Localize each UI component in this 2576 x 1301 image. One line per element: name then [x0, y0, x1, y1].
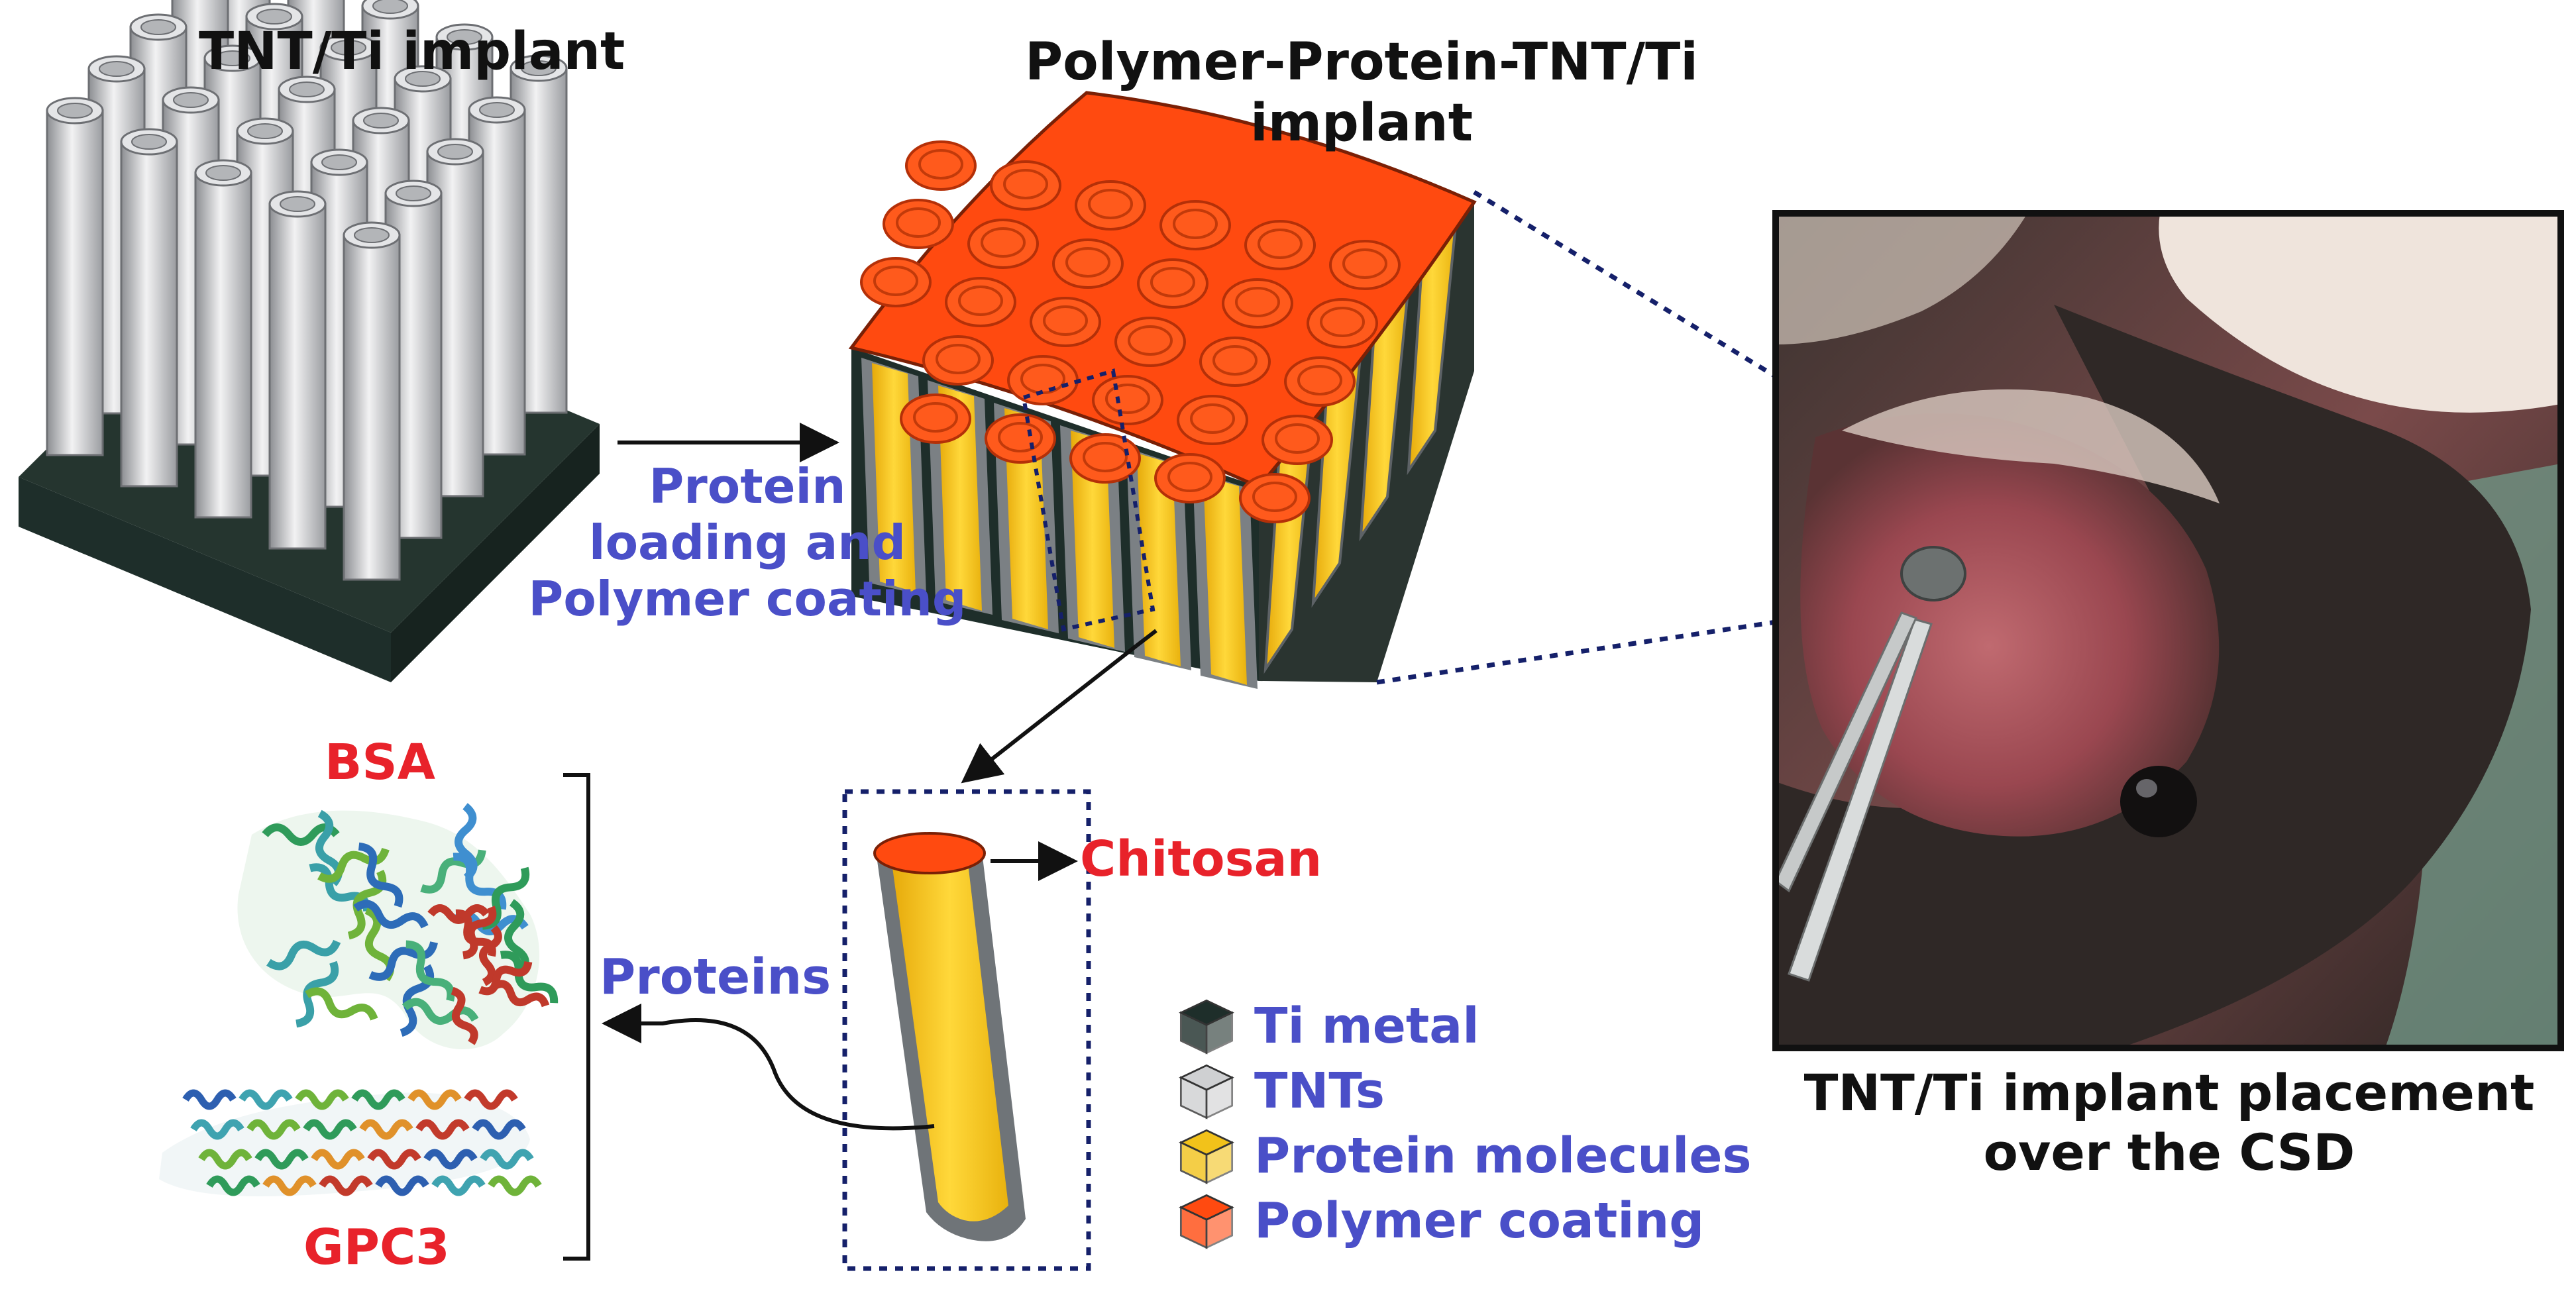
- polymer-implant-title-line1: Polymer-Protein-TNT/Ti: [1024, 32, 1699, 92]
- legend-item-label: Protein molecules: [1254, 1127, 1752, 1184]
- process-label-line1: Protein: [649, 458, 846, 514]
- legend-item: Ti metal: [1176, 994, 1752, 1059]
- tnt-ti-implant-block: [19, 0, 600, 682]
- legend-item: TNTs: [1176, 1059, 1752, 1123]
- legend-item: Polymer coating: [1176, 1188, 1752, 1253]
- bsa-label: BSA: [325, 734, 435, 791]
- polymer-coated-openings: [860, 140, 1401, 523]
- bsa-protein-structure: [237, 803, 559, 1049]
- placement-caption-line1: TNT/Ti implant placement: [1803, 1063, 2535, 1122]
- process-label: Protein loading and Polymer coating: [515, 458, 979, 627]
- zoom-line-top: [1473, 190, 1817, 403]
- legend-item-label: Ti metal: [1254, 998, 1479, 1055]
- process-label-line2: loading and: [588, 514, 906, 570]
- proteins-arrow: [602, 1004, 935, 1131]
- tnt-implant-title: TNT/Ti implant: [199, 22, 625, 81]
- zoom-tube-arrow: [961, 644, 1138, 784]
- placement-caption: TNT/Ti implant placement over the CSD: [1762, 1063, 2576, 1182]
- chitosan-label: Chitosan: [1080, 831, 1322, 888]
- surgery-photo: [1772, 210, 2564, 1051]
- tube-selection-box: [842, 789, 1091, 1271]
- tnt-tube-array: [46, 0, 568, 581]
- zoom-line-bottom: [1376, 613, 1816, 685]
- dark-cube-icon: [1179, 999, 1234, 1055]
- placement-caption-line2: over the CSD: [1983, 1122, 2355, 1182]
- orange-cube-icon: [1179, 1194, 1234, 1249]
- polymer-implant-title: Polymer-Protein-TNT/Ti implant: [997, 32, 1726, 154]
- polymer-implant-title-line2: implant: [1250, 93, 1474, 154]
- gpc3-protein-structure: [159, 1089, 542, 1196]
- right-tube-face: [1263, 213, 1458, 674]
- process-label-line3: Polymer coating: [528, 570, 967, 627]
- legend-item-label: TNTs: [1254, 1063, 1385, 1119]
- legend-item: Protein molecules: [1176, 1123, 1752, 1188]
- proteins-label: Proteins: [600, 949, 832, 1006]
- gpc3-label: GPC3: [303, 1219, 450, 1276]
- single-tube-detail: [842, 789, 1091, 1271]
- grey-cube-icon: [1179, 1064, 1234, 1119]
- polymer-protein-implant-block: [848, 91, 1477, 689]
- protein-bracket: [563, 773, 590, 1261]
- legend-item-label: Polymer coating: [1254, 1192, 1705, 1249]
- yellow-cube-icon: [1179, 1129, 1234, 1184]
